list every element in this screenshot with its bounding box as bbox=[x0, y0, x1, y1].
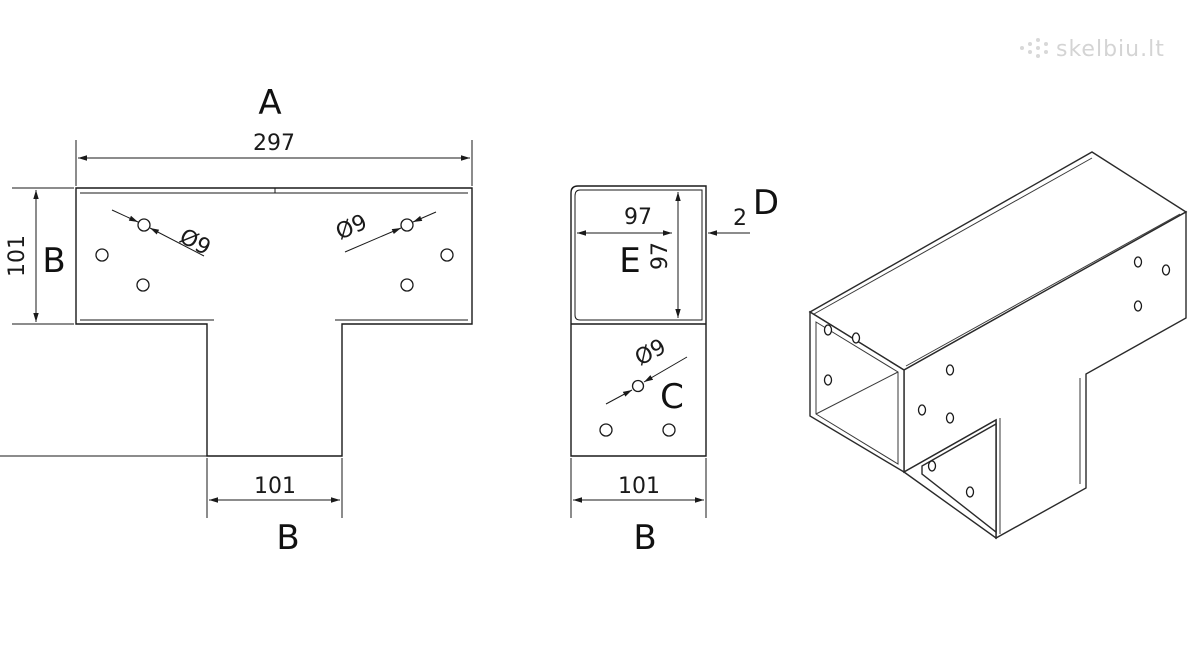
hole bbox=[400, 278, 414, 292]
hole bbox=[945, 364, 955, 376]
letter-d: D bbox=[753, 183, 779, 223]
iso-open-end bbox=[809, 310, 905, 474]
hole bbox=[965, 486, 975, 498]
hole bbox=[599, 423, 613, 437]
hole-leader-left-a bbox=[111, 209, 139, 223]
hole bbox=[945, 412, 955, 424]
side-view-profile bbox=[570, 185, 707, 457]
letter-b-left: B bbox=[42, 241, 65, 281]
letter-a: A bbox=[258, 83, 281, 123]
dim-thickness: 2 bbox=[733, 206, 747, 231]
dim-inner-width: 97 bbox=[624, 205, 652, 230]
dim-leg-width: 101 bbox=[254, 474, 296, 499]
iso-holes bbox=[823, 256, 1171, 498]
watermark-text: skelbiu.lt bbox=[1056, 37, 1165, 62]
isometric-view bbox=[808, 151, 1188, 540]
iso-top-inner-edge bbox=[813, 157, 1093, 315]
hole bbox=[136, 278, 150, 292]
hole-leader-right-b bbox=[344, 227, 402, 253]
iso-top-inner-edge bbox=[905, 213, 1181, 367]
dim-inner-height: 97 bbox=[648, 242, 673, 270]
hole-label-side: Ø9 bbox=[631, 335, 670, 372]
hole-leader-left-b bbox=[149, 227, 205, 257]
side-view: Ø9 C 97 2 D 97 E 101 B bbox=[570, 183, 779, 558]
hole bbox=[1161, 264, 1171, 276]
hole bbox=[851, 332, 861, 344]
hole-leader-a bbox=[643, 356, 688, 383]
hole bbox=[823, 324, 833, 336]
front-view-outline bbox=[75, 187, 473, 457]
watermark: skelbiu.lt bbox=[1020, 37, 1165, 62]
letter-e: E bbox=[619, 241, 640, 281]
side-view-inner-wall bbox=[574, 189, 703, 321]
hole bbox=[95, 248, 109, 262]
hole bbox=[1133, 256, 1143, 268]
hole bbox=[631, 379, 645, 393]
hole bbox=[400, 218, 414, 232]
hole bbox=[917, 404, 927, 416]
hole bbox=[662, 423, 676, 437]
hole-label-left: Ø9 bbox=[175, 224, 214, 261]
hole-leader-b bbox=[605, 389, 633, 405]
dim-height: 101 bbox=[5, 235, 30, 277]
iso-inner-edge bbox=[815, 371, 899, 415]
watermark-logo-icon bbox=[1020, 38, 1048, 58]
hole bbox=[927, 460, 937, 472]
front-view: Ø9 Ø9 297 A 101 B 101 B bbox=[0, 83, 473, 558]
hole bbox=[823, 374, 833, 386]
hole-leader-right-a bbox=[412, 211, 437, 223]
letter-b-bottom: B bbox=[276, 518, 299, 558]
letter-c: C bbox=[660, 377, 684, 417]
dim-width: 101 bbox=[618, 474, 660, 499]
dim-overall-width: 297 bbox=[253, 131, 295, 156]
hole bbox=[137, 218, 151, 232]
hole bbox=[440, 248, 454, 262]
iso-open-end-inner bbox=[815, 321, 899, 465]
hole-label-right: Ø9 bbox=[332, 210, 371, 246]
hole bbox=[1133, 300, 1143, 312]
iso-leg-side bbox=[921, 422, 997, 534]
letter-b-side: B bbox=[633, 518, 656, 558]
